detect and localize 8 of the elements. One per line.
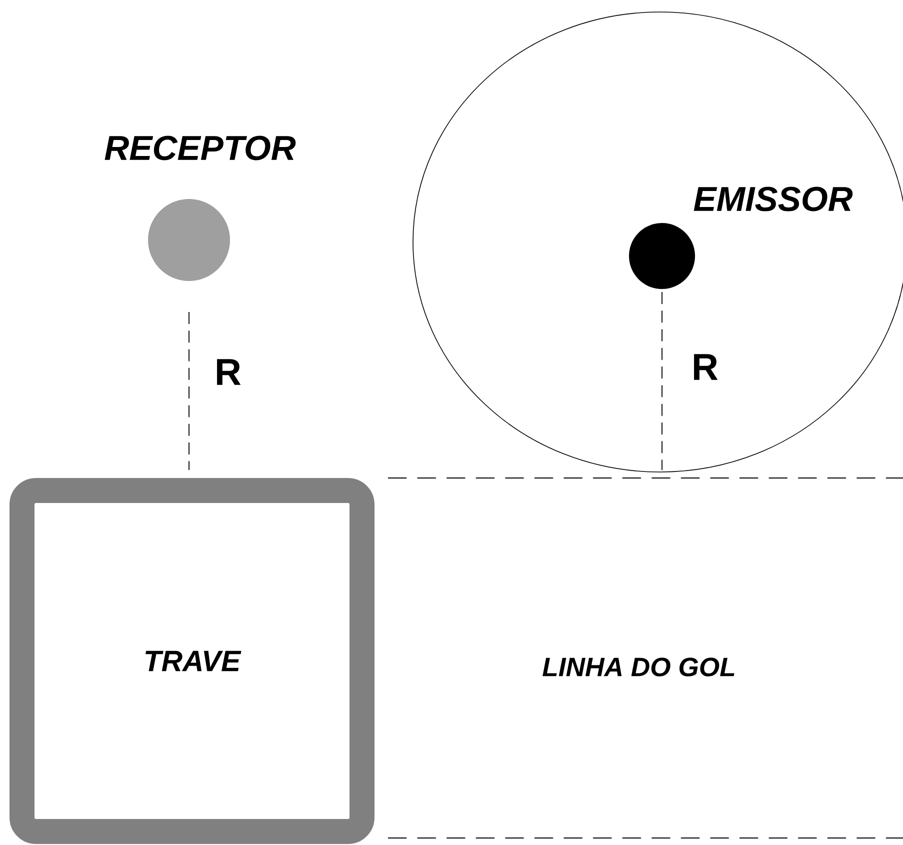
sensor-label: EMISSOR xyxy=(694,186,853,212)
receptor-dot xyxy=(148,199,230,281)
emitter-dot xyxy=(629,223,695,289)
goal-line-label: LINHA DO GOL xyxy=(542,658,734,676)
sensor-label: RECEPTOR xyxy=(104,136,296,160)
radius-label: R xyxy=(694,354,718,380)
radius-label: R xyxy=(217,359,241,385)
post-box: TRAVE xyxy=(10,478,374,844)
